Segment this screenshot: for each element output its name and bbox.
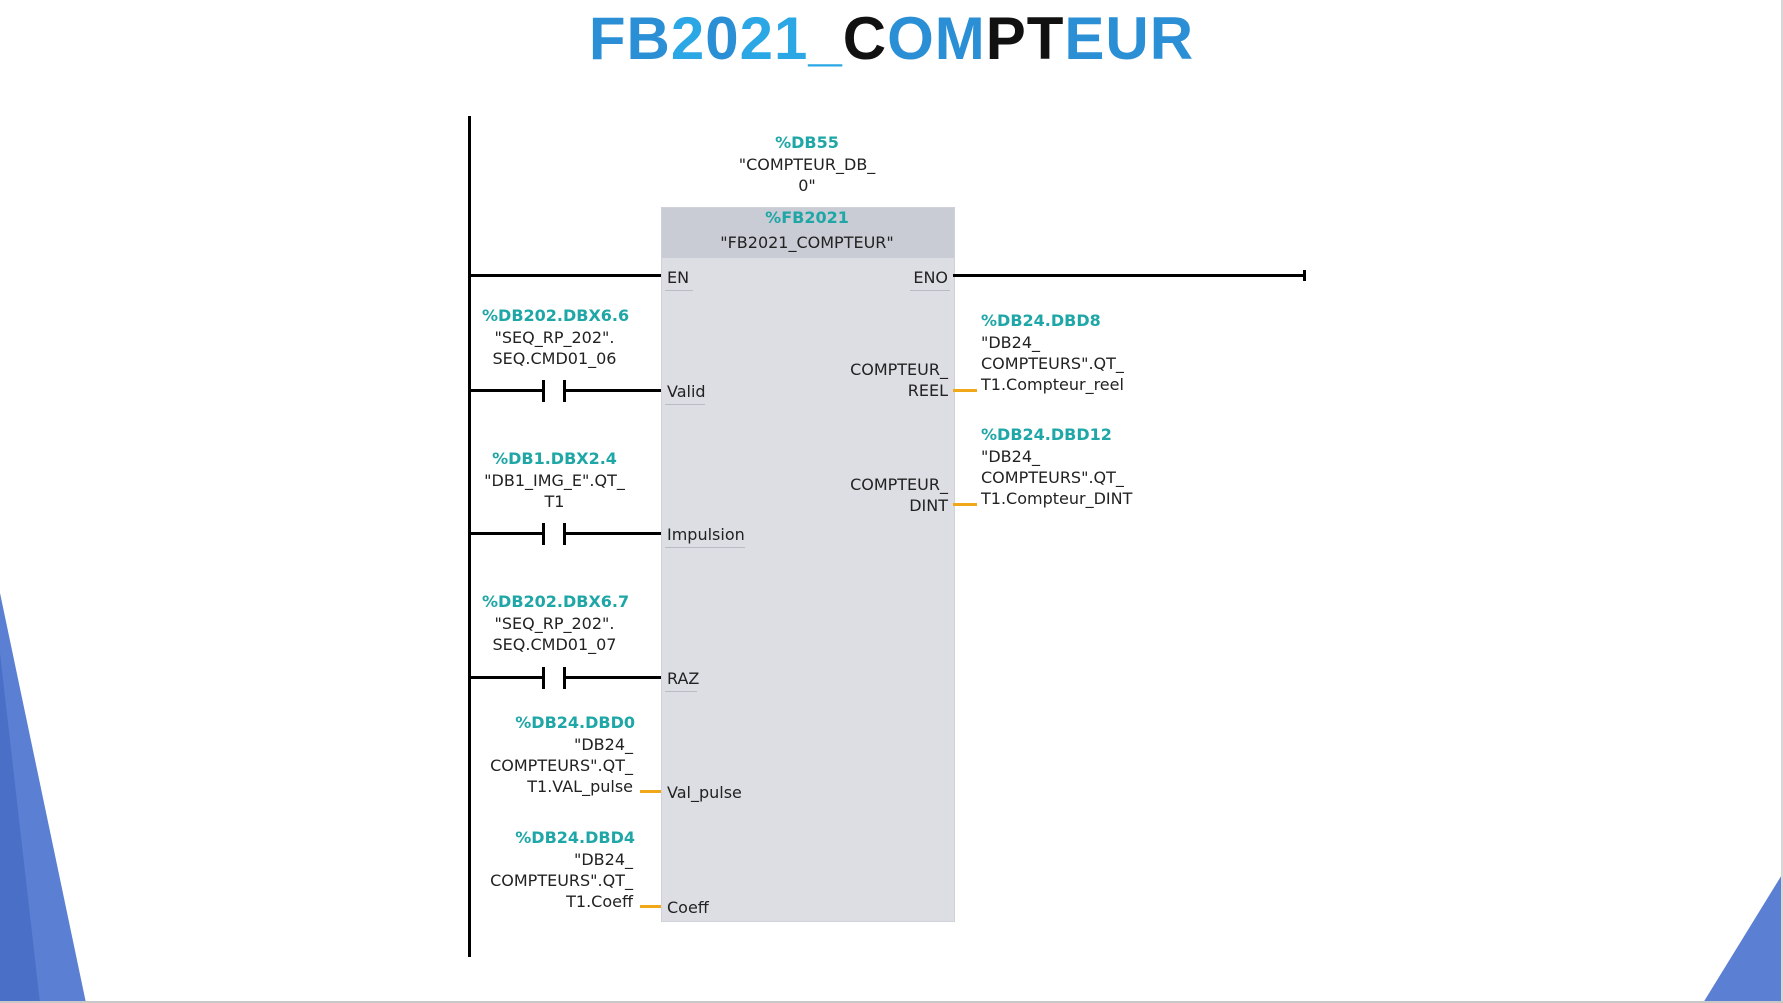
raz-contact[interactable] [542, 667, 568, 689]
compteur-dint-symbol: "DB24_ COMPTEURS".QT_ T1.Compteur_DINT [981, 447, 1133, 508]
en-wire [470, 274, 661, 277]
compteur-reel-wire [953, 389, 977, 392]
coeff-wire [640, 905, 661, 908]
title-part-4: C [842, 5, 888, 72]
valid-address: %DB202.DBX6.6 [482, 306, 630, 325]
title-part-5: OM [887, 5, 986, 72]
block-name: "FB2021_COMPTEUR" [720, 233, 894, 252]
pin-eno: ENO [913, 268, 948, 287]
eno-wire [953, 274, 1305, 277]
val-pulse-address: %DB24.DBD0 [515, 713, 635, 732]
pin-compteur-reel: COMPTEUR_REEL [850, 360, 948, 400]
pin-valid: Valid [667, 382, 706, 401]
function-block[interactable] [661, 207, 955, 922]
pin-coeff: Coeff [667, 898, 709, 917]
impulsion-wire-right [566, 532, 661, 535]
pin-en: EN [667, 268, 690, 287]
valid-symbol: "SEQ_RP_202". SEQ.CMD01_06 [492, 328, 617, 368]
pin-compteur-dint: COMPTEUR_DINT [850, 475, 948, 515]
instance-db-name: "COMPTEUR_DB_ 0" [738, 155, 876, 195]
page-title: FB2021_COMPTEUR [0, 4, 1783, 73]
power-rail [468, 116, 471, 957]
raz-address: %DB202.DBX6.7 [482, 592, 630, 611]
pin-valid-underline [665, 404, 705, 405]
impulsion-contact[interactable] [542, 523, 568, 545]
pin-raz-underline [665, 691, 697, 692]
valid-wire-right [566, 389, 661, 392]
pin-en-underline [665, 290, 693, 291]
pin-val-pulse: Val_pulse [667, 783, 742, 802]
impulsion-symbol: "DB1_IMG_E".QT_ T1 [484, 471, 625, 511]
block-address: %FB2021 [765, 208, 849, 227]
title-part-6: PT [985, 5, 1065, 72]
val-pulse-wire [640, 790, 661, 793]
coeff-address: %DB24.DBD4 [515, 828, 635, 847]
right-corner-decoration [1703, 873, 1783, 1003]
valid-wire-left [470, 389, 544, 392]
compteur-reel-symbol: "DB24_ COMPTEURS".QT_ T1.Compteur_reel [981, 333, 1124, 394]
compteur-dint-wire [953, 503, 977, 506]
left-corner-decoration [0, 593, 86, 1003]
impulsion-address: %DB1.DBX2.4 [492, 449, 617, 468]
pin-raz: RAZ [667, 669, 700, 688]
title-part-0: FB [588, 5, 671, 72]
val-pulse-symbol: "DB24_ COMPTEURS".QT_ T1.VAL_pulse [490, 735, 633, 796]
raz-wire-right [566, 676, 661, 679]
compteur-reel-address: %DB24.DBD8 [981, 311, 1101, 330]
raz-wire-left [470, 676, 544, 679]
slide-border-bottom [0, 1001, 1783, 1003]
function-block-header [662, 208, 954, 258]
title-part-1: 2 [670, 5, 706, 72]
slide-border-right [1781, 0, 1783, 1003]
eno-wire-end [1303, 270, 1306, 281]
pin-impulsion: Impulsion [667, 525, 745, 544]
coeff-symbol: "DB24_ COMPTEURS".QT_ T1.Coeff [490, 850, 633, 911]
compteur-dint-address: %DB24.DBD12 [981, 425, 1112, 444]
pin-eno-underline [910, 290, 950, 291]
title-part-3: 21_ [739, 5, 843, 72]
pin-impulsion-underline [665, 547, 745, 548]
valid-contact[interactable] [542, 380, 568, 402]
instance-db-address: %DB55 [775, 133, 839, 152]
raz-symbol: "SEQ_RP_202". SEQ.CMD01_07 [492, 614, 617, 654]
title-part-7: EUR [1064, 5, 1195, 72]
title-part-2: 0 [705, 5, 740, 72]
impulsion-wire-left [470, 532, 544, 535]
